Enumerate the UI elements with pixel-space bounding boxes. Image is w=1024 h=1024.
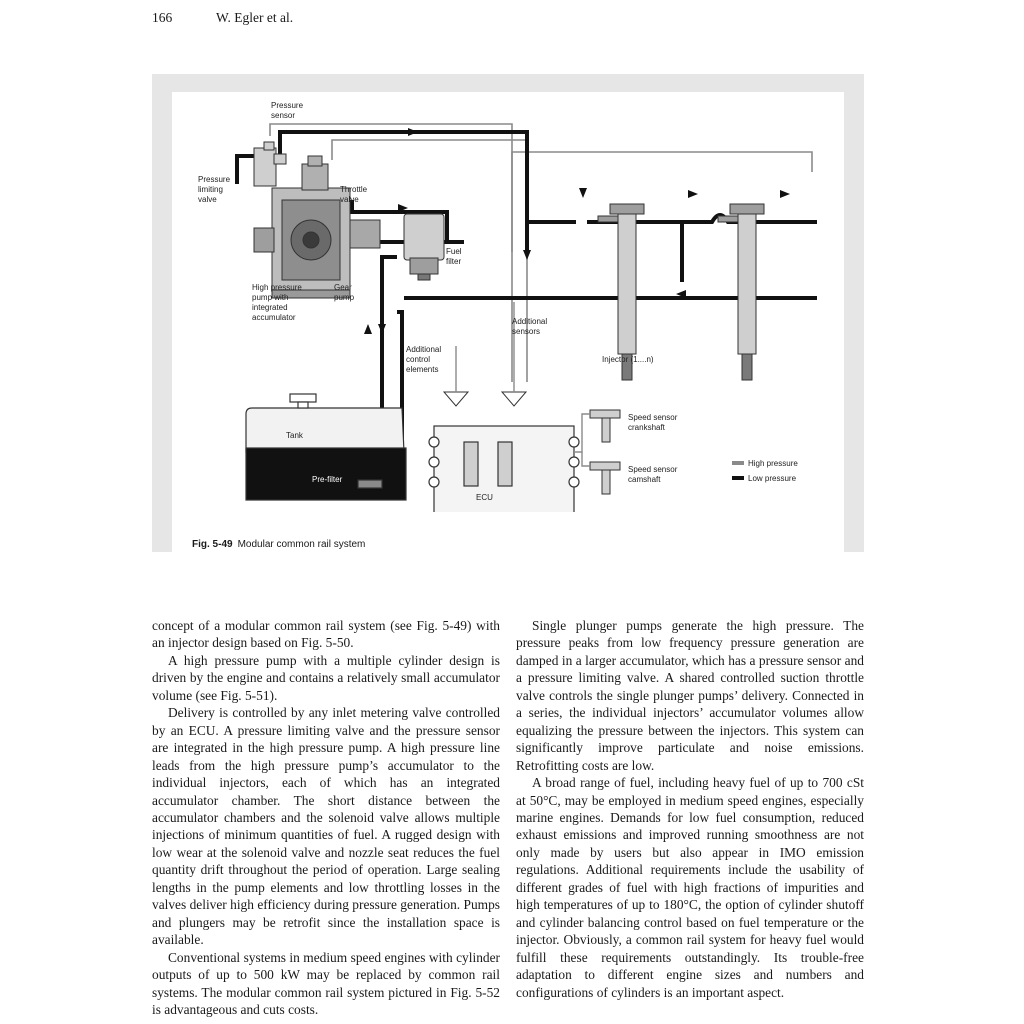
injector-2: [717, 203, 765, 381]
legend-low-label: Low pressure: [748, 474, 797, 483]
speed-sensors: [589, 409, 621, 495]
ecu-box: [428, 425, 580, 512]
figure-label: Fig. 5-49: [192, 539, 233, 550]
flow-arrows: [364, 128, 790, 334]
paragraph: A broad range of fuel, including heavy f…: [516, 775, 864, 1000]
label-pre-filter: Pre-filter: [312, 475, 343, 484]
speed-sensor-lines: [574, 413, 590, 467]
label-tank: Tank: [286, 431, 304, 440]
legend-high-label: High pressure: [748, 459, 798, 468]
figure-caption-text: Modular common rail system: [237, 539, 366, 550]
paragraph: A high pressure pump with a multiple cyl…: [152, 652, 500, 703]
label-injector: Injector (1....n): [602, 355, 654, 364]
body-column-right: Single plunger pumps generate the high p…: [516, 617, 864, 1001]
high-pressure-pump: [253, 187, 381, 299]
label-ecu: ECU: [476, 493, 493, 502]
paragraph: Delivery is controlled by any inlet mete…: [152, 705, 500, 948]
ecu-input-arrows: [442, 391, 528, 407]
figure-caption: Fig. 5-49 Modular common rail system: [192, 539, 365, 550]
fuel-filter: [403, 213, 445, 281]
ecu-input-lines: [455, 302, 515, 392]
legend-high-swatch: [732, 461, 744, 465]
paragraph: Conventional systems in medium speed eng…: [152, 949, 500, 1017]
page-number: 166: [152, 10, 173, 25]
running-header-authors: W. Egler et al.: [216, 10, 294, 25]
paragraph: Single plunger pumps generate the high p…: [516, 618, 864, 773]
legend-low-swatch: [732, 476, 744, 480]
pressure-valve-cluster: [253, 141, 287, 187]
throttle-valve: [301, 155, 329, 191]
tank: [245, 393, 407, 501]
high-pressure-lines: [269, 123, 813, 382]
injector-1: [597, 203, 645, 381]
paragraph: concept of a modular common rail system …: [152, 618, 500, 651]
body-column-left: concept of a modular common rail system …: [152, 617, 500, 1018]
